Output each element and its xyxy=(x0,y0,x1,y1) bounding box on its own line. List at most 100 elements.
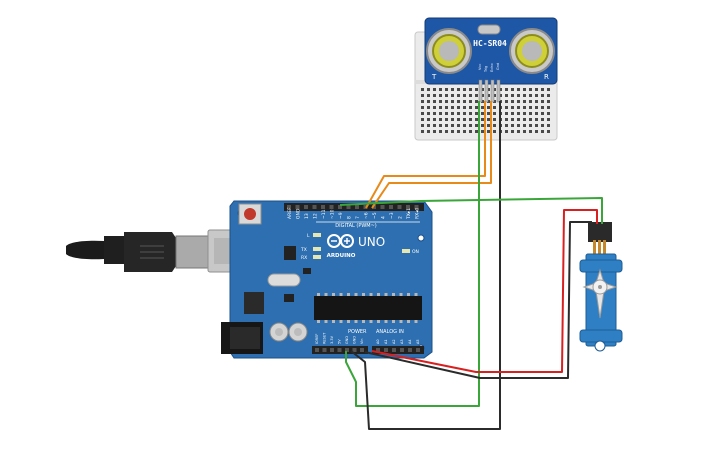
breadboard-hole[interactable] xyxy=(529,112,532,115)
breadboard-hole[interactable] xyxy=(499,94,502,97)
breadboard-hole[interactable] xyxy=(481,118,484,121)
breadboard-hole[interactable] xyxy=(493,106,496,109)
breadboard-hole[interactable] xyxy=(547,100,550,103)
breadboard-hole[interactable] xyxy=(523,94,526,97)
breadboard-hole[interactable] xyxy=(469,124,472,127)
breadboard-hole[interactable] xyxy=(445,112,448,115)
digital-pin[interactable] xyxy=(355,205,359,209)
power-pin[interactable] xyxy=(352,348,357,352)
breadboard-hole[interactable] xyxy=(529,124,532,127)
breadboard-hole[interactable] xyxy=(547,118,550,121)
digital-pin[interactable] xyxy=(406,205,410,209)
breadboard-hole[interactable] xyxy=(487,118,490,121)
breadboard-hole[interactable] xyxy=(439,112,442,115)
breadboard-hole[interactable] xyxy=(469,118,472,121)
breadboard-hole[interactable] xyxy=(421,130,424,133)
digital-pin[interactable] xyxy=(414,205,419,209)
breadboard-hole[interactable] xyxy=(535,124,538,127)
analog-pin[interactable] xyxy=(416,348,420,352)
breadboard-hole[interactable] xyxy=(451,88,454,91)
digital-pin[interactable] xyxy=(295,205,300,209)
breadboard-hole[interactable] xyxy=(421,100,424,103)
breadboard-hole[interactable] xyxy=(535,130,538,133)
breadboard-hole[interactable] xyxy=(487,124,490,127)
breadboard-hole[interactable] xyxy=(535,112,538,115)
breadboard-hole[interactable] xyxy=(421,112,424,115)
breadboard-hole[interactable] xyxy=(439,94,442,97)
breadboard-hole[interactable] xyxy=(481,130,484,133)
breadboard-hole[interactable] xyxy=(535,106,538,109)
analog-pin[interactable] xyxy=(376,348,380,352)
sensor-pin-vcc[interactable] xyxy=(478,79,483,103)
breadboard-hole[interactable] xyxy=(421,94,424,97)
breadboard-hole[interactable] xyxy=(529,88,532,91)
breadboard-hole[interactable] xyxy=(493,118,496,121)
breadboard-hole[interactable] xyxy=(463,106,466,109)
sensor-pin-gnd[interactable] xyxy=(496,79,501,103)
analog-pin[interactable] xyxy=(392,348,396,352)
breadboard-hole[interactable] xyxy=(487,88,490,91)
digital-pin[interactable] xyxy=(397,205,402,209)
breadboard-hole[interactable] xyxy=(481,124,484,127)
breadboard-hole[interactable] xyxy=(433,112,436,115)
breadboard-hole[interactable] xyxy=(421,88,424,91)
breadboard-hole[interactable] xyxy=(547,106,550,109)
breadboard-hole[interactable] xyxy=(511,112,514,115)
wire-orange-2[interactable] xyxy=(371,101,492,209)
breadboard-hole[interactable] xyxy=(547,94,550,97)
breadboard-hole[interactable] xyxy=(451,124,454,127)
breadboard-hole[interactable] xyxy=(493,94,496,97)
breadboard-hole[interactable] xyxy=(499,88,502,91)
breadboard-hole[interactable] xyxy=(445,130,448,133)
breadboard-hole[interactable] xyxy=(493,124,496,127)
breadboard-hole[interactable] xyxy=(505,118,508,121)
breadboard-hole[interactable] xyxy=(433,100,436,103)
breadboard-hole[interactable] xyxy=(433,124,436,127)
breadboard-hole[interactable] xyxy=(505,88,508,91)
breadboard-hole[interactable] xyxy=(445,124,448,127)
breadboard-hole[interactable] xyxy=(469,130,472,133)
breadboard-hole[interactable] xyxy=(517,112,520,115)
breadboard-hole[interactable] xyxy=(505,94,508,97)
digital-pin[interactable] xyxy=(346,205,351,209)
breadboard-hole[interactable] xyxy=(541,88,544,91)
breadboard-hole[interactable] xyxy=(517,124,520,127)
breadboard-hole[interactable] xyxy=(463,94,466,97)
breadboard-hole[interactable] xyxy=(487,106,490,109)
breadboard-hole[interactable] xyxy=(433,130,436,133)
breadboard-hole[interactable] xyxy=(523,124,526,127)
breadboard-hole[interactable] xyxy=(511,106,514,109)
breadboard-hole[interactable] xyxy=(451,100,454,103)
breadboard-hole[interactable] xyxy=(457,118,460,121)
breadboard-hole[interactable] xyxy=(439,100,442,103)
breadboard-hole[interactable] xyxy=(427,124,430,127)
breadboard-hole[interactable] xyxy=(493,100,496,103)
breadboard-hole[interactable] xyxy=(433,118,436,121)
breadboard-hole[interactable] xyxy=(523,100,526,103)
breadboard-hole[interactable] xyxy=(523,106,526,109)
digital-pin[interactable] xyxy=(372,205,376,209)
breadboard-hole[interactable] xyxy=(523,88,526,91)
power-pin[interactable] xyxy=(322,348,327,352)
breadboard-hole[interactable] xyxy=(469,94,472,97)
breadboard-hole[interactable] xyxy=(511,124,514,127)
breadboard-hole[interactable] xyxy=(505,106,508,109)
power-pin[interactable] xyxy=(345,348,349,352)
breadboard-hole[interactable] xyxy=(517,106,520,109)
breadboard-hole[interactable] xyxy=(469,100,472,103)
sensor-pin-echo[interactable] xyxy=(490,79,495,103)
digital-pin[interactable] xyxy=(321,205,325,209)
breadboard-hole[interactable] xyxy=(469,112,472,115)
breadboard-hole[interactable] xyxy=(481,106,484,109)
breadboard-hole[interactable] xyxy=(487,94,490,97)
breadboard-hole[interactable] xyxy=(457,112,460,115)
digital-pin[interactable] xyxy=(287,205,291,209)
breadboard-hole[interactable] xyxy=(469,88,472,91)
wire-green-signal[interactable] xyxy=(339,197,603,224)
breadboard-hole[interactable] xyxy=(517,94,520,97)
breadboard-hole[interactable] xyxy=(529,130,532,133)
breadboard-hole[interactable] xyxy=(511,130,514,133)
breadboard-hole[interactable] xyxy=(505,130,508,133)
power-pin[interactable] xyxy=(360,348,364,352)
